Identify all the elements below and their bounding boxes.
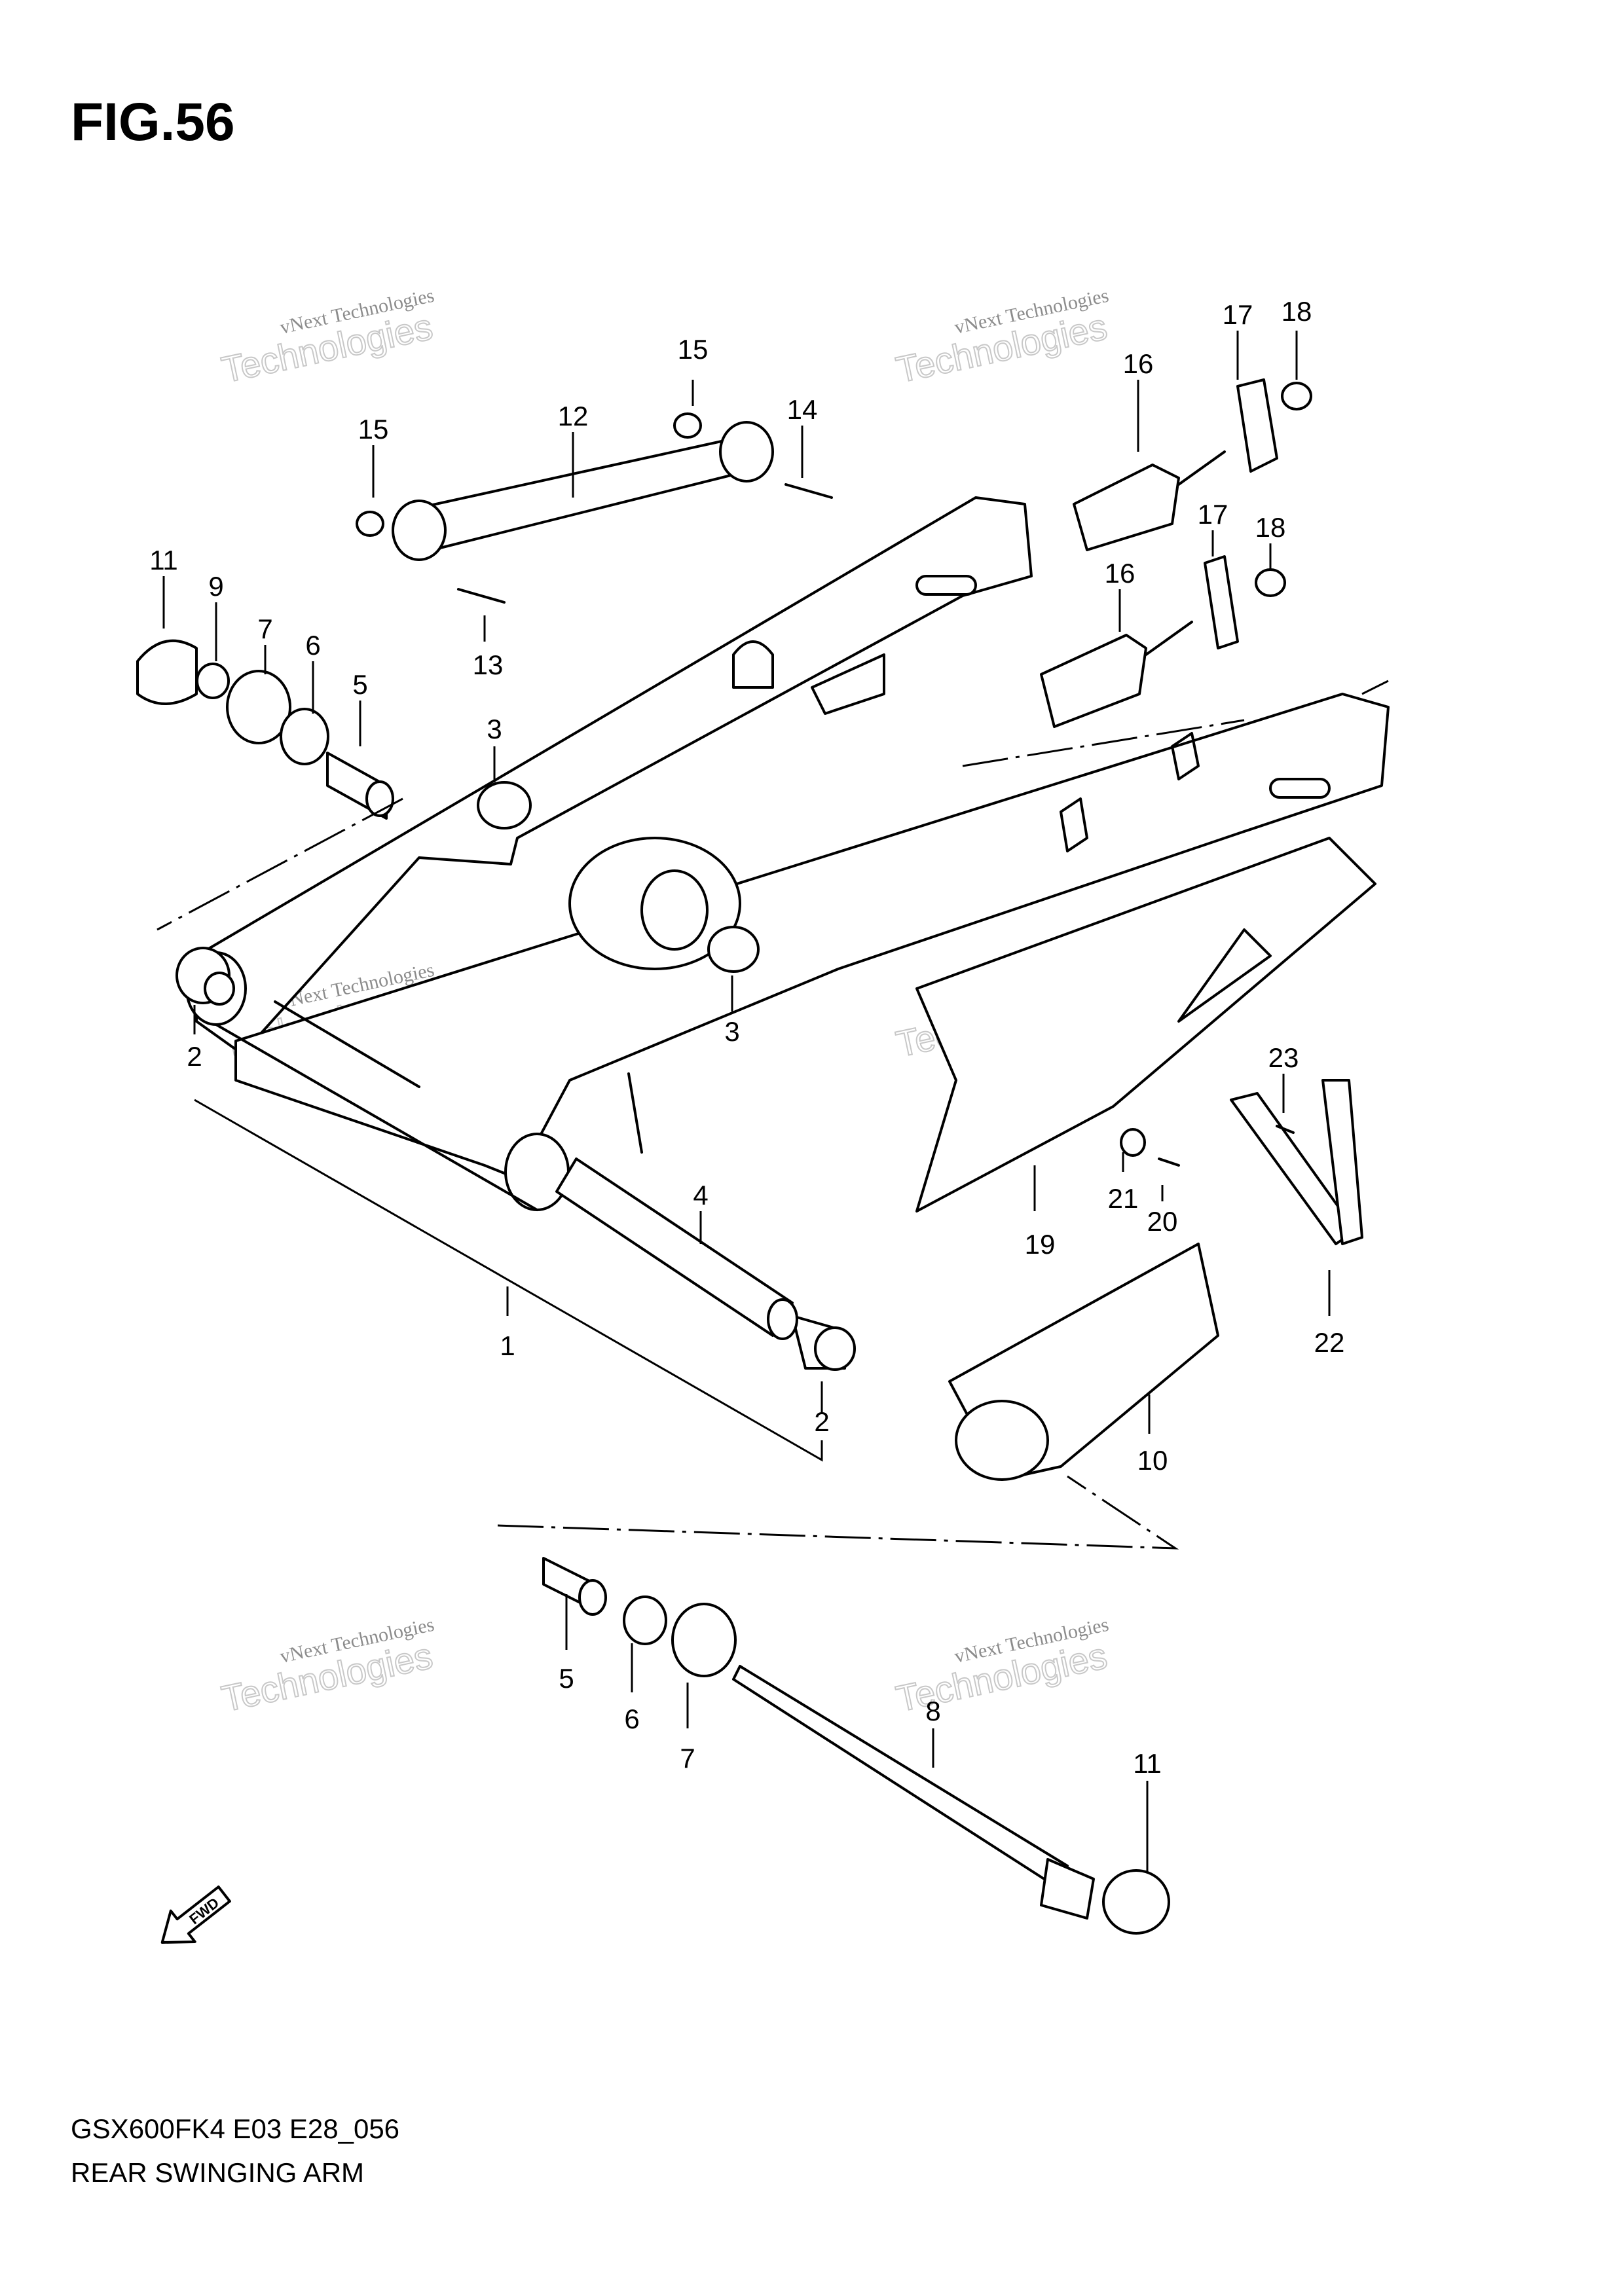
part-spacer <box>555 1157 798 1340</box>
callout-number: 11 <box>149 545 178 575</box>
part-chain-guide <box>948 1243 1219 1481</box>
part-torque-rod <box>356 412 833 604</box>
callout-number: 21 <box>1108 1183 1139 1214</box>
part-chain-case <box>915 837 1376 1212</box>
part-bushing <box>175 947 856 1371</box>
callout-number: 14 <box>787 394 818 425</box>
callout-number: 22 <box>1314 1327 1345 1358</box>
callout-number: 5 <box>559 1663 574 1694</box>
callout-number: 15 <box>678 334 709 365</box>
callout-number: 7 <box>257 613 272 644</box>
callout-number: 11 <box>1133 1748 1162 1779</box>
callout-number: 12 <box>558 401 589 431</box>
callout-number: 19 <box>1025 1229 1056 1260</box>
part-pivot-shaft <box>732 1665 1095 1920</box>
callout-number: 15 <box>358 414 389 445</box>
callout-number: 16 <box>1123 348 1154 379</box>
callout-number: 6 <box>305 630 320 661</box>
part-pivot-stack-lower <box>542 1557 737 1677</box>
callout-number: 17 <box>1223 299 1253 330</box>
callout-number: 18 <box>1282 296 1312 327</box>
section-name: REAR SWINGING ARM <box>71 2157 365 2188</box>
callout-number: 4 <box>693 1180 708 1211</box>
callout-number: 9 <box>208 571 223 602</box>
part-nut-lower <box>1102 1869 1170 1935</box>
model-code: GSX600FK4 E03 E28_056 <box>71 2113 400 2144</box>
part-pivot-stack-upper <box>136 639 394 820</box>
callout-number: 1 <box>500 1330 515 1361</box>
part-collar <box>477 781 760 973</box>
callout-number: 6 <box>624 1704 639 1734</box>
callout-number: 5 <box>352 669 367 700</box>
callout-number: 18 <box>1255 512 1286 543</box>
assembly-guides <box>157 680 1389 1550</box>
callout-number: 10 <box>1137 1445 1168 1476</box>
callout-numbers: 1 2 2 3 3 4 5 5 6 6 7 7 8 9 10 11 11 12 … <box>149 296 1344 1779</box>
callout-number: 23 <box>1268 1042 1299 1073</box>
callout-number: 8 <box>925 1696 940 1726</box>
figure-title: FIG.56 <box>71 92 235 152</box>
part-bolt-washer <box>1120 1128 1180 1167</box>
callout-number: 2 <box>187 1041 202 1072</box>
callout-number: 17 <box>1198 499 1228 530</box>
part-bracket <box>1230 1079 1363 1245</box>
fwd-arrow: FWD <box>160 1886 231 1944</box>
callout-number: 7 <box>680 1743 695 1774</box>
leader-lines <box>162 331 1331 1872</box>
callout-number: 3 <box>724 1016 739 1047</box>
callout-number: 16 <box>1105 558 1135 589</box>
callout-number: 13 <box>473 649 504 680</box>
callout-number: 3 <box>487 714 502 744</box>
part-swing-arm <box>185 496 1390 1211</box>
callout-number: 20 <box>1147 1206 1178 1237</box>
callout-number: 2 <box>814 1406 829 1437</box>
part-chain-adjuster <box>1040 378 1312 728</box>
